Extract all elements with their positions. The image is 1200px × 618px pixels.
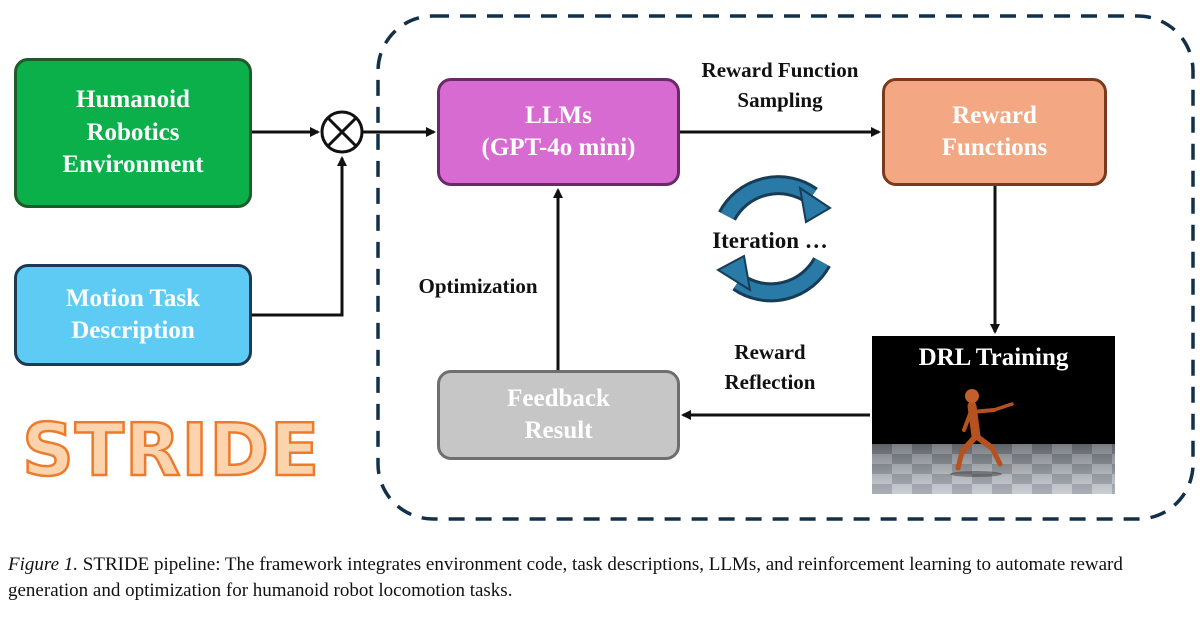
- iteration-cycle-icon: [716, 175, 832, 303]
- caption-prefix: Figure 1.: [8, 554, 79, 575]
- reward-function-sampling-label: Reward Function Sampling: [675, 56, 885, 116]
- motion-task-box: Motion Task Description: [14, 264, 252, 366]
- humanoid-robot-figure: [950, 389, 1014, 477]
- reward-functions-box: Reward Functions: [882, 78, 1107, 186]
- drl-training-title: DRL Training: [918, 344, 1069, 371]
- stride-logo: STRIDE: [21, 407, 321, 494]
- sampling-line-1: Reward Function: [701, 58, 859, 82]
- environment-line-3: Environment: [62, 151, 204, 179]
- environment-box: Humanoid Robotics Environment: [14, 58, 252, 208]
- drl-training-panel: DRL Training: [872, 336, 1115, 494]
- llm-line-2: (GPT-4o mini): [481, 134, 636, 161]
- loop-dashed-frame: [376, 14, 1195, 521]
- llm-line-1: LLMs: [525, 101, 592, 129]
- task-to-combiner-arrow: [252, 156, 347, 317]
- llm-box: LLMs (GPT-4o mini): [437, 78, 680, 186]
- checkered-floor: [872, 444, 1115, 494]
- feedback-result-box: Feedback Result: [437, 370, 680, 460]
- combiner-icon: [320, 110, 364, 154]
- reflection-line-2: Reflection: [724, 369, 816, 394]
- caption-text: STRIDE pipeline: The framework integrate…: [8, 554, 1123, 602]
- reward-line-2: Functions: [941, 134, 1048, 161]
- environment-line-1: Humanoid: [76, 86, 190, 114]
- reward-reflection-label: Reward Reflection: [700, 338, 840, 398]
- iteration-label: Iteration …: [712, 228, 828, 253]
- task-line-2: Description: [71, 317, 195, 344]
- task-line-1: Motion Task: [65, 284, 201, 312]
- environment-line-2: Robotics: [86, 118, 180, 146]
- reward-line-1: Reward: [952, 101, 1037, 129]
- feedback-line-2: Result: [524, 417, 593, 444]
- figure-caption: Figure 1. STRIDE pipeline: The framework…: [8, 552, 1192, 604]
- reflection-line-1: Reward: [734, 340, 806, 364]
- optimization-label: Optimization: [418, 274, 538, 298]
- feedback-line-1: Feedback: [507, 384, 610, 412]
- sampling-line-2: Sampling: [737, 87, 823, 112]
